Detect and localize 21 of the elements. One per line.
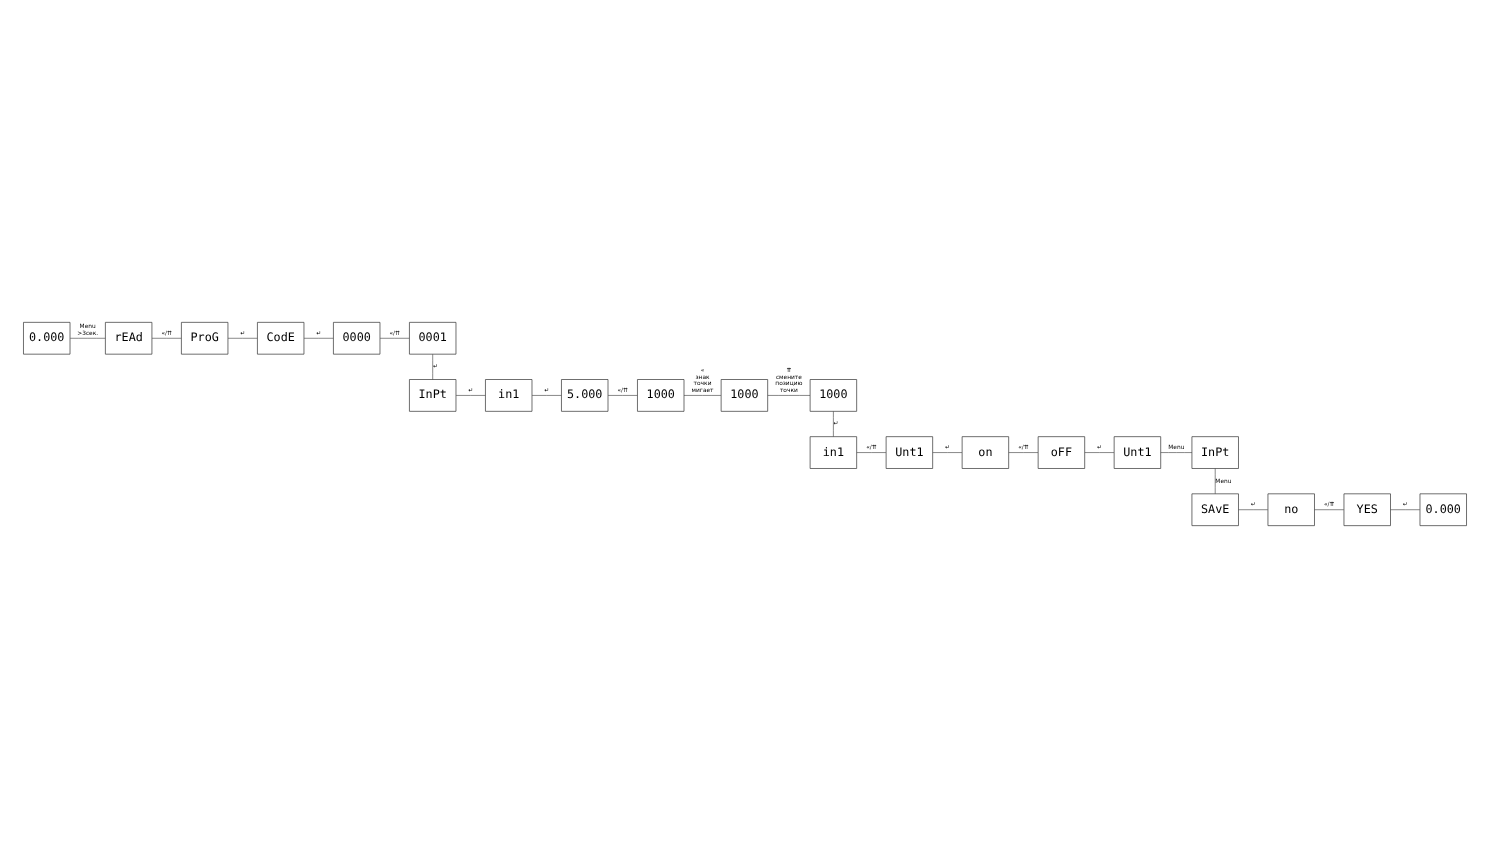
connector: [1008, 451, 1039, 452]
connector: [856, 451, 887, 452]
connector: [1390, 508, 1421, 510]
connector: [1314, 508, 1345, 510]
connector: [531, 394, 562, 395]
connector: [1084, 451, 1115, 452]
connector: [1238, 508, 1269, 510]
connector: [767, 394, 811, 395]
connector: [932, 451, 963, 452]
connector: [1214, 467, 1216, 494]
connector: [151, 336, 182, 338]
connector: [432, 353, 433, 379]
connector: [607, 394, 638, 395]
connector: [303, 336, 334, 338]
connector: [683, 394, 722, 395]
connector: [69, 336, 106, 338]
connector: [1160, 451, 1193, 452]
connector: [227, 336, 258, 338]
connector: [833, 410, 834, 436]
connector: [455, 394, 486, 395]
connector: [379, 336, 410, 338]
